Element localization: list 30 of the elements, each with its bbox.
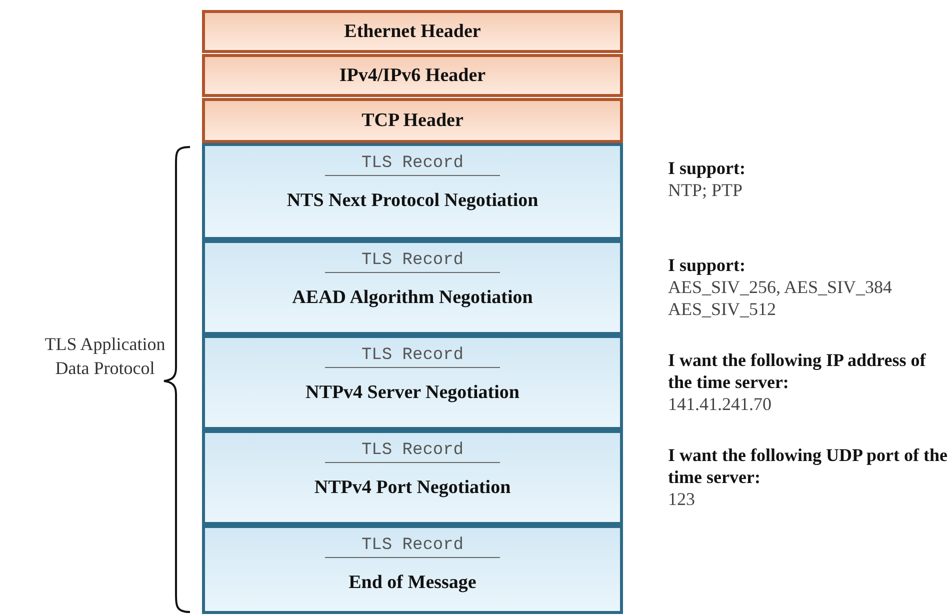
- note-value: 141.41.241.70: [668, 393, 772, 415]
- note-heading: I want the following UDP port of the time server:: [668, 444, 948, 488]
- record-label: TLS Record: [325, 346, 500, 368]
- note-value: 123: [668, 488, 696, 510]
- record-label: TLS Record: [325, 251, 500, 273]
- record-label: TLS Record: [325, 441, 500, 463]
- note-value: NTP; PTP: [668, 179, 744, 201]
- field-name: NTPv4 Server Negotiation: [306, 382, 520, 404]
- note-heading: I support:: [668, 157, 747, 179]
- field-name: NTPv4 Port Negotiation: [314, 477, 511, 499]
- field-name: TCP Header: [362, 110, 464, 132]
- record-label: TLS Record: [325, 536, 500, 558]
- note-heading: I want the following IP address of the time server:: [668, 349, 927, 393]
- tls-record-box: [202, 430, 623, 525]
- field-name: NTS Next Protocol Negotiation: [286, 190, 538, 212]
- tls-record-box: [202, 525, 623, 614]
- tls-record-box: [202, 240, 623, 335]
- note-value: AES_SIV_256, AES_SIV_384 AES_SIV_512: [668, 276, 894, 320]
- field-name: End of Message: [348, 572, 476, 594]
- field-name: AEAD Algorithm Negotiation: [292, 287, 533, 309]
- brace-label: TLS Application Data Protocol: [44, 333, 166, 380]
- header-box: [202, 54, 623, 97]
- tls-record-box: [202, 143, 623, 240]
- header-box: [202, 98, 623, 143]
- field-name: Ethernet Header: [344, 20, 481, 42]
- note-heading: I support:: [668, 254, 747, 276]
- header-box: [202, 10, 623, 53]
- field-name: IPv4/IPv6 Header: [339, 64, 486, 86]
- tls-record-box: [202, 335, 623, 430]
- record-label: TLS Record: [325, 154, 500, 176]
